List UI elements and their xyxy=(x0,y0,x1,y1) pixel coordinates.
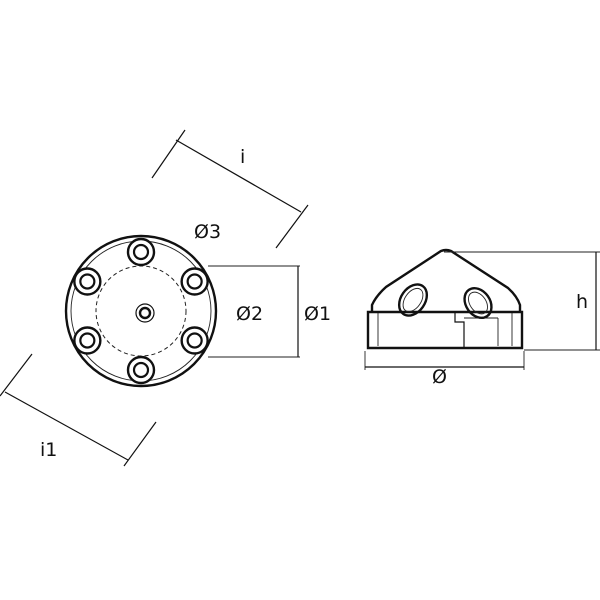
dimension-d1 xyxy=(208,265,300,358)
bolt-holes xyxy=(73,237,209,385)
side-view xyxy=(366,248,524,350)
bolt-hole-outer xyxy=(73,326,102,355)
label-d1: Ø1 xyxy=(304,303,331,325)
base-recess xyxy=(454,312,465,348)
dimension-i1-line xyxy=(4,391,129,461)
label-d2: Ø2 xyxy=(236,303,263,325)
dimension-i-line xyxy=(175,139,302,213)
dimension-i-ext-right xyxy=(275,204,309,249)
bolt-hole-outer xyxy=(180,267,209,296)
bolt-hole xyxy=(180,326,209,355)
dimension-i-ext-left xyxy=(151,129,186,179)
dimension-h xyxy=(444,251,600,351)
bolt-hole-outer xyxy=(126,237,156,267)
bolt-hole xyxy=(126,355,156,385)
top-view xyxy=(64,234,218,388)
bolt-hole xyxy=(73,326,102,355)
center-hole-outer xyxy=(135,303,155,323)
center-hole-inner xyxy=(138,306,152,320)
base-block xyxy=(366,310,524,350)
dome-hole-right-inner xyxy=(468,291,488,315)
bolt-hole xyxy=(126,237,156,267)
bolt-hole-inner xyxy=(132,361,150,379)
label-h: h xyxy=(576,291,588,313)
bolt-hole-inner xyxy=(186,273,203,290)
dimension-i xyxy=(151,129,309,249)
bolt-hole-outer xyxy=(73,267,102,296)
label-d3: Ø3 xyxy=(194,221,221,243)
dimension-d xyxy=(364,351,525,370)
bolt-hole-inner xyxy=(132,243,150,261)
label-i1: i1 xyxy=(40,439,57,461)
label-i: i xyxy=(240,146,245,168)
dome-hole-left-outer xyxy=(397,283,429,317)
bolt-hole xyxy=(73,267,102,296)
dimension-i1 xyxy=(0,353,157,467)
bolt-hole xyxy=(180,267,209,296)
label-d: Ø xyxy=(432,366,447,388)
outer-rim xyxy=(64,234,218,388)
bolt-hole-outer xyxy=(180,326,209,355)
bolt-hole-inner xyxy=(79,273,96,290)
bolt-hole-outer xyxy=(126,355,156,385)
dome-hole-right-outer xyxy=(463,286,493,320)
dimension-i1-ext-right xyxy=(123,421,157,467)
bolt-hole-inner xyxy=(186,332,203,349)
dome-outline xyxy=(370,248,522,313)
bolt-hole-inner xyxy=(79,332,96,349)
dimension-i1-ext-left xyxy=(0,353,33,397)
dome-hole-left-inner xyxy=(402,287,424,313)
